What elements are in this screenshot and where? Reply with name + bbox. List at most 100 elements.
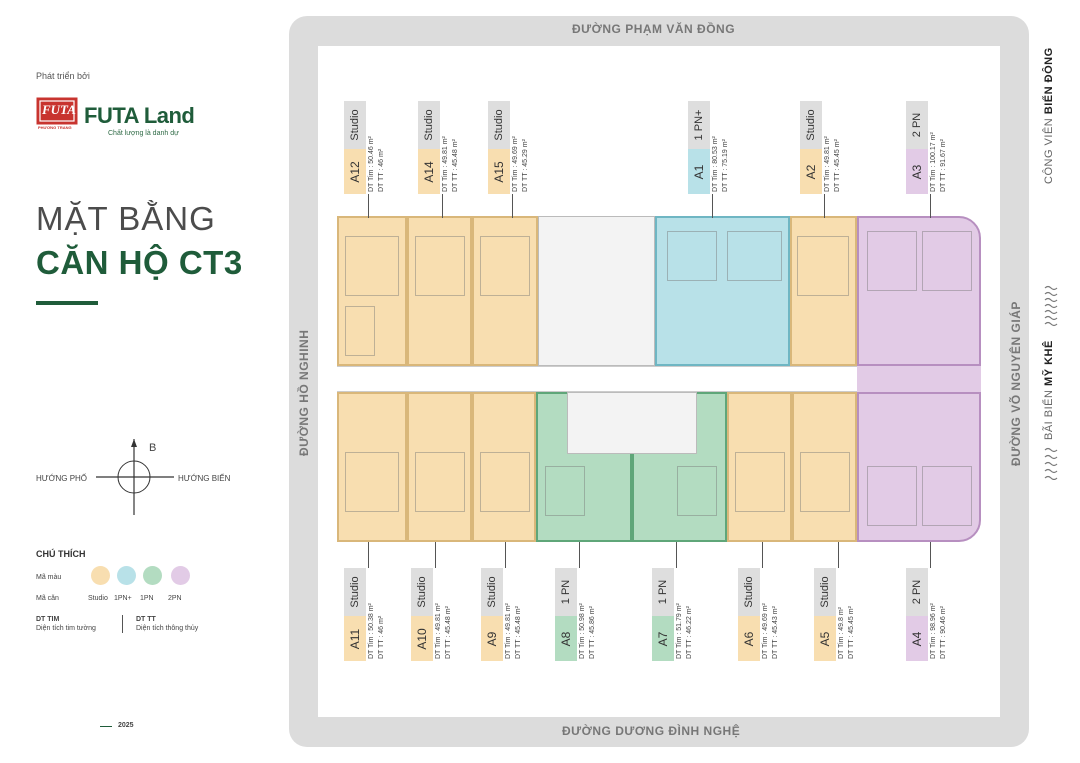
unit-dt-tim: DT Tim : 50.46 m² (368, 136, 375, 192)
compass-west: HƯỚNG PHỐ (36, 474, 88, 483)
unit-code-box: A8 (555, 616, 577, 661)
unit-code: A11 (348, 628, 362, 649)
unit-dt-tim: DT Tim : 49.81 m² (435, 603, 442, 659)
unit-dt-tim: DT Tim : 100.17 m² (930, 132, 937, 192)
unit-type: Studio (423, 109, 435, 141)
unit-type: 2 PN (911, 579, 923, 605)
unit-connector (512, 194, 513, 218)
legend-dot-3 (171, 566, 190, 585)
wave-icon-2 (1044, 446, 1058, 481)
road-top: ĐƯỜNG PHẠM VĂN ĐỒNG (572, 22, 736, 36)
unit-connector (442, 194, 443, 218)
unit-type: 1 PN (657, 579, 669, 605)
apartment-A2[interactable] (790, 216, 857, 366)
room (867, 466, 917, 526)
room (727, 231, 782, 281)
unit-code: A4 (910, 631, 924, 646)
apartment-A11[interactable] (337, 392, 407, 542)
unit-dt-tt: DT TT : 45.48 m² (515, 606, 522, 659)
apartment-A14[interactable] (407, 216, 472, 366)
unit-dt-tt: DT TT : 45.48 m² (445, 606, 452, 659)
unit-type-box: Studio (738, 568, 760, 616)
road-left: ĐƯỜNG HỒ NGHINH (297, 329, 311, 456)
legend-dt-tim: DT TIM Diện tích tim tường (36, 615, 96, 633)
unit-code-box: A3 (906, 149, 928, 194)
unit-type: 1 PN+ (693, 109, 705, 141)
unit-connector (838, 542, 839, 568)
unit-dt-tt: DT TT : 91.67 m² (940, 139, 947, 192)
legend-item-label: 2PN (168, 595, 182, 602)
apartment-A5[interactable] (792, 392, 857, 542)
unit-code: A3 (910, 164, 924, 179)
apartment-A15[interactable] (472, 216, 538, 366)
unit-code-box: A15 (488, 149, 510, 194)
unit-type-box: Studio (488, 101, 510, 149)
room (735, 452, 785, 512)
unit-type: 2 PN (911, 112, 923, 138)
unit-type: Studio (416, 576, 428, 608)
apartment-A6[interactable] (727, 392, 792, 542)
road-right: ĐƯỜNG VÕ NGUYÊN GIÁP (1009, 301, 1023, 466)
legend-item-label: 1PN (140, 595, 154, 602)
room (545, 466, 585, 516)
brand-part-1: FUTA (84, 103, 139, 128)
logo-sub-text: PHƯƠNG TRANG (38, 125, 72, 130)
room (415, 452, 465, 512)
unit-code-box: A11 (344, 616, 366, 661)
unit-dt-tim: DT Tim : 49.81 m² (824, 136, 831, 192)
apartment-A12[interactable] (337, 216, 407, 366)
unit-connector (368, 542, 369, 568)
apartment-A1[interactable] (655, 216, 790, 366)
wave-icon (1044, 284, 1058, 328)
page-title-line-1: MẶT BẰNG (36, 200, 216, 237)
apartment-A3[interactable] (857, 216, 981, 366)
dt-tt-code: DT TT (136, 616, 156, 623)
brand-name: FUTA Land (84, 103, 195, 129)
unit-type-box: 2 PN (906, 568, 928, 616)
unit-dt-tt: DT TT : 75.19 m² (722, 139, 729, 192)
unit-connector (712, 194, 713, 218)
unit-type-box: Studio (411, 568, 433, 616)
apartment-A4[interactable] (857, 392, 981, 542)
unit-dt-tim: DT Tim : 49.69 m² (512, 136, 519, 192)
legend-unit-label: Mã căn (36, 595, 59, 602)
unit-type: 1 PN (560, 579, 572, 605)
apartment-A10[interactable] (407, 392, 472, 542)
compass-east: HƯỚNG BIỂN (178, 474, 231, 483)
unit-type: Studio (349, 576, 361, 608)
room (345, 236, 399, 296)
legend-title: CHÚ THÍCH (36, 549, 86, 559)
unit-dt-tim: DT Tim : 50.38 m² (368, 603, 375, 659)
unit-type-box: Studio (800, 101, 822, 149)
unit-connector (930, 542, 931, 568)
room (415, 236, 465, 296)
unit-code-box: A5 (814, 616, 836, 661)
slogan: Chất lượng là danh dự (108, 130, 179, 137)
unit-dt-tt: DT TT : 45.45 m² (848, 606, 855, 659)
unit-code: A6 (742, 631, 756, 646)
legend-item-label: 1PN+ (114, 595, 132, 602)
unit-type-box: 1 PN+ (688, 101, 710, 149)
unit-dt-tim: DT Tim : 80.53 m² (712, 136, 719, 192)
room (345, 452, 399, 512)
page-title-line-2: CĂN HỘ CT3 (36, 244, 243, 281)
unit-dt-tt: DT TT : 45.43 m² (772, 606, 779, 659)
apartment-A9[interactable] (472, 392, 536, 542)
